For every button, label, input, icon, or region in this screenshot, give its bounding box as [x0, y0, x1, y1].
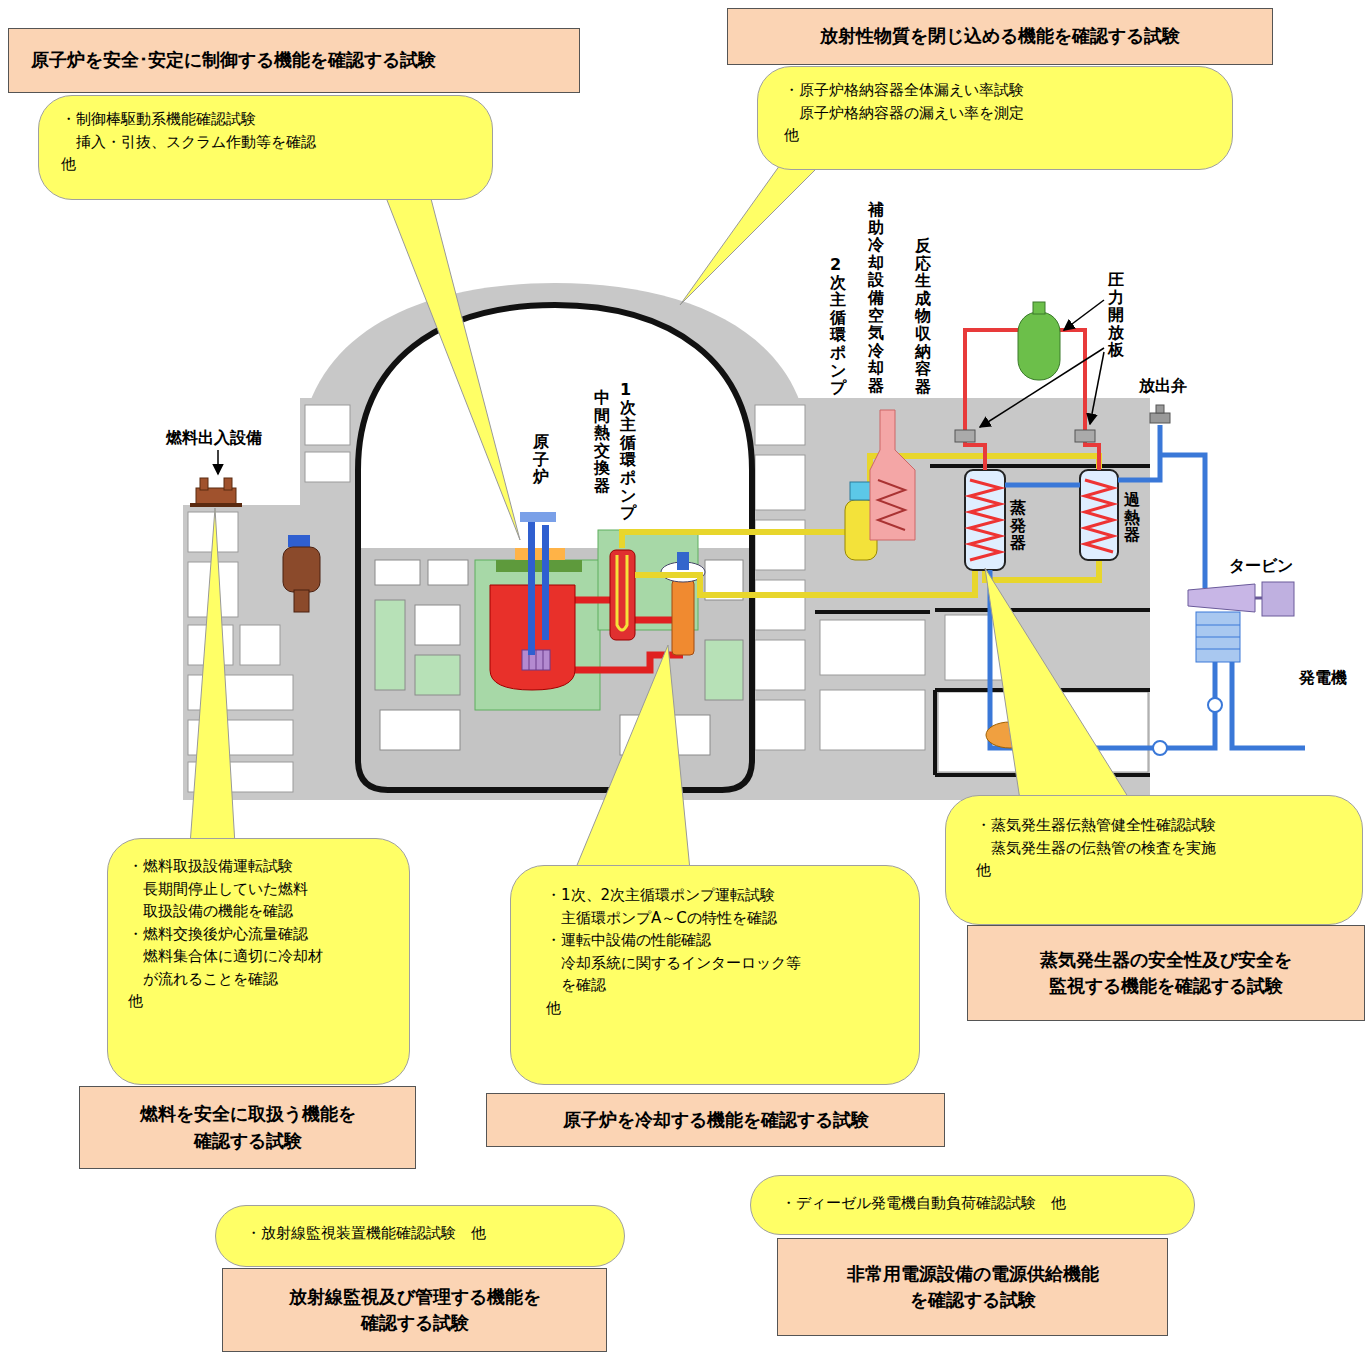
heading-text: 非常用電源設備の電源供給機能 を確認する試験	[796, 1261, 1149, 1313]
callout-text: 他	[546, 997, 824, 1020]
part-label: 燃料出入設備	[165, 428, 263, 447]
callout-text: 冷却系統に関するインターロック等 を確認	[546, 952, 824, 997]
test-category-box: 蒸気発生器の安全性及び安全を 監視する機能を確認する試験	[967, 925, 1365, 1021]
callout-box: ・ディーゼル発電機自動負荷確認試験 他	[750, 1175, 1195, 1235]
callout-box: ・制御棒駆動系機能確認試験挿入・引抜、スクラム作動等を確認他	[38, 95, 493, 200]
test-category-box: 放射線監視及び管理する機能を 確認する試験	[222, 1268, 607, 1352]
callout-text: 原子炉格納容器の漏えい率を測定	[784, 102, 1206, 125]
callout-text: ・ディーゼル発電機自動負荷確認試験 他	[781, 1192, 1164, 1215]
test-category-box: 非常用電源設備の電源供給機能 を確認する試験	[777, 1238, 1168, 1336]
part-label: 放出弁	[1138, 376, 1188, 395]
callout-text: 他	[61, 153, 470, 176]
callout-box: ・蒸気発生器伝熱管健全性確認試験蒸気発生器の伝熱管の検査を実施他	[945, 795, 1363, 925]
part-label: 補助冷却設備空気冷却器	[868, 200, 884, 396]
callout-text: ・燃料交換後炉心流量確認	[128, 923, 389, 946]
part-label: 発電機	[1298, 668, 1348, 687]
callout-text: 主循環ポンプA～Cの特性を確認	[546, 907, 824, 930]
callout-text: 燃料集合体に適切に冷却材 が流れることを確認	[128, 945, 389, 990]
part-label: 2次主循環ポンプ	[830, 255, 846, 398]
test-category-box: 放射性物質を閉じ込める機能を確認する試験	[727, 8, 1273, 65]
part-label: 蒸発器	[1010, 498, 1026, 553]
callout-box: ・1次、2次主循環ポンプ運転試験主循環ポンプA～Cの特性を確認・運転中設備の性能…	[510, 865, 920, 1085]
test-category-box: 原子炉を安全･安定に制御する機能を確認する試験	[8, 28, 580, 93]
part-label: 原子炉	[533, 432, 549, 487]
part-label: タービン	[1228, 556, 1294, 575]
callout-text: 他	[784, 124, 1206, 147]
callout-text: 長期間停止していた燃料 取扱設備の機能を確認	[128, 878, 389, 923]
callout-text: 他	[976, 859, 1332, 882]
heading-text: 放射性物質を閉じ込める機能を確認する試験	[746, 23, 1254, 49]
callout-text: ・原子炉格納容器全体漏えい率試験	[784, 79, 1206, 102]
callout-text: ・燃料取扱設備運転試験	[128, 855, 389, 878]
callout-box: ・燃料取扱設備運転試験長期間停止していた燃料 取扱設備の機能を確認・燃料交換後炉…	[107, 838, 410, 1085]
part-label: 反応生成物収納容器	[915, 236, 931, 396]
part-label: 過熱器	[1124, 490, 1140, 545]
part-label: 1次主循環ポンプ	[620, 380, 636, 523]
callout-text: ・制御棒駆動系機能確認試験	[61, 108, 470, 131]
callout-box: ・放射線監視装置機能確認試験 他	[215, 1205, 625, 1267]
callout-text: ・運転中設備の性能確認	[546, 929, 824, 952]
callout-text: 蒸気発生器の伝熱管の検査を実施	[976, 837, 1332, 860]
part-label: 圧力開放板	[1108, 270, 1124, 360]
test-category-box: 原子炉を冷却する機能を確認する試験	[486, 1093, 945, 1147]
callout-text: ・1次、2次主循環ポンプ運転試験	[546, 884, 824, 907]
part-label: 中間熱交換器	[594, 388, 610, 496]
heading-text: 原子炉を安全･安定に制御する機能を確認する試験	[31, 47, 557, 73]
heading-text: 蒸気発生器の安全性及び安全を 監視する機能を確認する試験	[986, 947, 1346, 999]
callout-box: ・原子炉格納容器全体漏えい率試験原子炉格納容器の漏えい率を測定他	[757, 66, 1233, 170]
callout-text: 他	[128, 990, 389, 1013]
heading-text: 燃料を安全に取扱う機能を 確認する試験	[98, 1101, 397, 1153]
callout-text: ・放射線監視装置機能確認試験 他	[246, 1222, 594, 1245]
callout-text: ・蒸気発生器伝熱管健全性確認試験	[976, 814, 1332, 837]
callout-text: 挿入・引抜、スクラム作動等を確認	[61, 131, 470, 154]
heading-text: 原子炉を冷却する機能を確認する試験	[505, 1107, 926, 1133]
heading-text: 放射線監視及び管理する機能を 確認する試験	[253, 1284, 576, 1336]
test-category-box: 燃料を安全に取扱う機能を 確認する試験	[79, 1086, 416, 1169]
